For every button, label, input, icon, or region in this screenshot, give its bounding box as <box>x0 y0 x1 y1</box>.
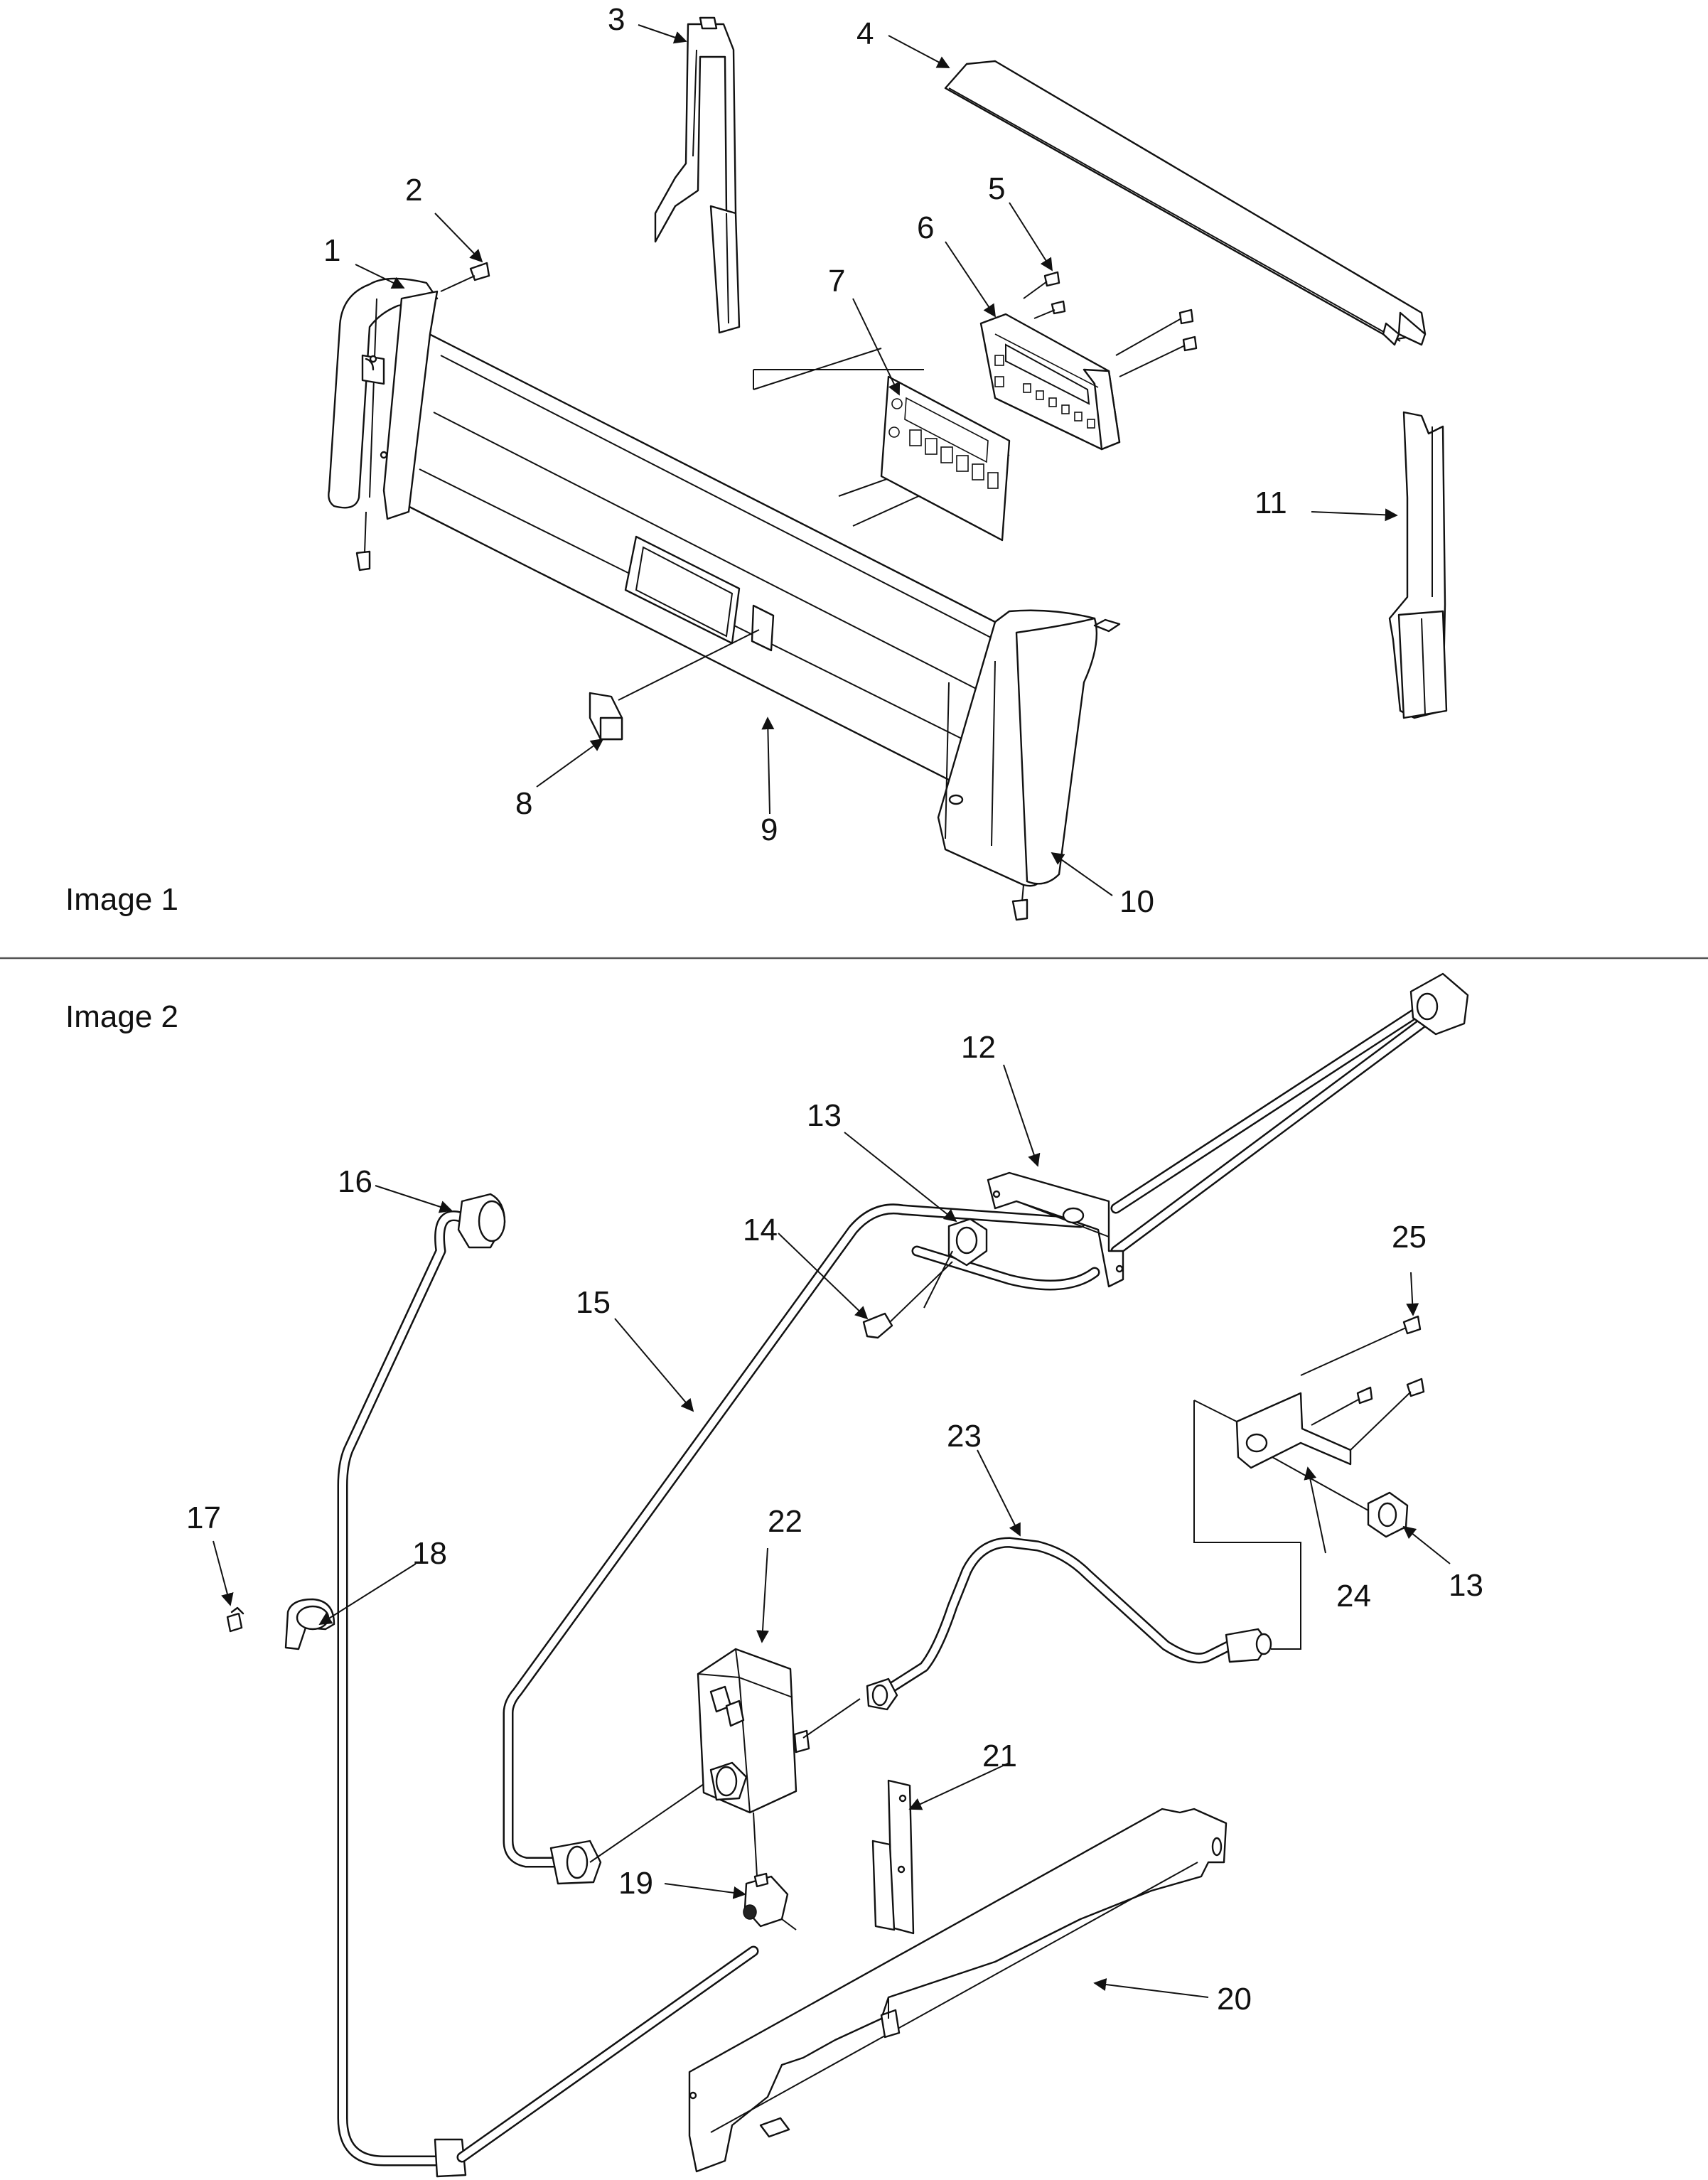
callout-22: 22 <box>768 1504 802 1539</box>
callout-1: 1 <box>323 233 340 268</box>
clamp-18 <box>284 1598 335 1650</box>
screw-right-top <box>1093 618 1121 633</box>
figure-2-caption: Image 2 <box>65 999 178 1034</box>
overlay-7 <box>880 375 1011 542</box>
manifold-supply-pipe <box>1110 972 1469 1257</box>
nut-13-lower <box>1272 1456 1409 1538</box>
side-bracket-11 <box>1388 411 1448 719</box>
screw-left-bottom <box>355 511 371 571</box>
callouts-fig1: 1 2 3 4 5 6 7 8 9 10 11 <box>323 2 1287 919</box>
callout-13-top: 13 <box>807 1098 842 1133</box>
control-module-6 <box>979 313 1121 451</box>
callout-19: 19 <box>618 1866 653 1901</box>
callout-15: 15 <box>576 1285 611 1320</box>
callout-5: 5 <box>988 171 1005 206</box>
screw-17 <box>226 1606 245 1633</box>
right-end-cap <box>937 609 1098 887</box>
bracket-24 <box>1193 1392 1352 1650</box>
callout-20: 20 <box>1217 1982 1252 2017</box>
leaders-fig1 <box>355 24 1398 896</box>
pipe-15 <box>503 1203 1100 1885</box>
callout-6: 6 <box>917 210 934 245</box>
screw-5b <box>1033 300 1066 319</box>
figure-2: Image 2 <box>65 972 1483 2178</box>
callout-12: 12 <box>961 1030 996 1065</box>
figure-1: 1 2 3 4 5 6 7 8 9 10 11 Image 1 <box>65 2 1448 921</box>
bracket-21 <box>871 1779 915 1935</box>
callout-10: 10 <box>1119 884 1154 919</box>
leaders-fig2 <box>213 1064 1451 1998</box>
valve-22 <box>589 1648 861 1877</box>
switch-8 <box>589 692 623 741</box>
callout-16: 16 <box>338 1164 372 1199</box>
screw-2 <box>440 262 490 292</box>
side-bracket-3 <box>654 16 741 334</box>
callout-3: 3 <box>608 2 625 37</box>
screws-fig1 <box>355 262 1198 921</box>
callout-17: 17 <box>186 1500 221 1535</box>
screws-25 <box>1300 1315 1425 1451</box>
callout-24: 24 <box>1336 1579 1371 1613</box>
pipe-16 <box>337 1193 506 2178</box>
nut-13-top <box>923 1218 988 1309</box>
pipe-23 <box>866 1537 1272 1711</box>
callout-11: 11 <box>1255 485 1287 520</box>
bracket-12 <box>987 1171 1124 1288</box>
callout-18: 18 <box>412 1536 447 1571</box>
screw-right-bottom <box>1011 884 1028 921</box>
callout-14: 14 <box>743 1213 778 1247</box>
module-buttons <box>994 355 1095 429</box>
callout-4: 4 <box>856 16 874 51</box>
callout-13-lower: 13 <box>1449 1568 1483 1603</box>
top-rail-4 <box>944 60 1427 346</box>
callout-7: 7 <box>828 264 845 299</box>
callout-8: 8 <box>515 786 532 821</box>
callouts-fig2: 12 13 14 15 16 17 18 19 20 21 22 23 13 2… <box>186 1030 1483 2017</box>
callout-9: 9 <box>761 812 778 847</box>
pipe-19-link <box>456 1945 759 2163</box>
figure-1-caption: Image 1 <box>65 882 178 917</box>
callout-25: 25 <box>1392 1220 1427 1255</box>
callout-21: 21 <box>982 1739 1017 1773</box>
valve-19 <box>743 1872 797 1931</box>
left-end-cap <box>328 277 439 520</box>
callout-2: 2 <box>405 173 422 208</box>
callout-23: 23 <box>947 1419 982 1454</box>
screw-5d <box>1119 335 1198 377</box>
screw-5c <box>1115 308 1194 356</box>
screw-5 <box>1023 271 1060 299</box>
orifice-14 <box>862 1261 953 1339</box>
bracket-20 <box>688 1808 1228 2173</box>
